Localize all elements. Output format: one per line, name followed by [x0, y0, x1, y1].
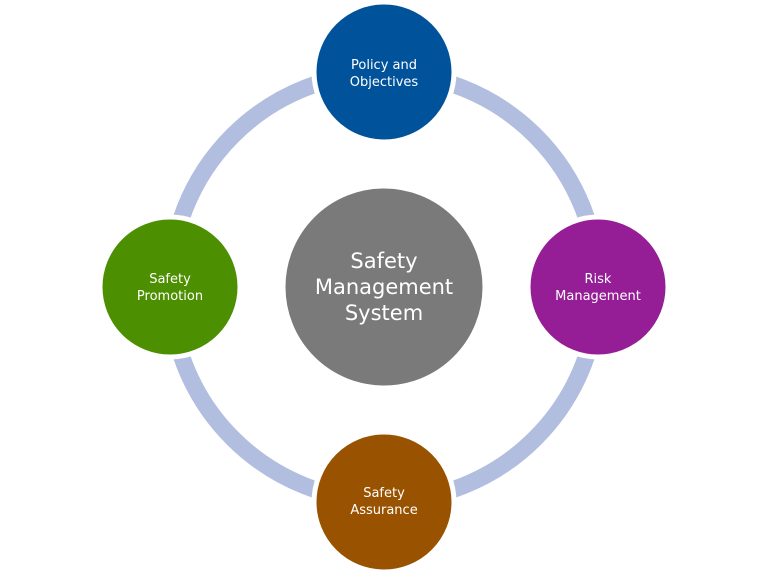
node-safety-assurance: Safety Assurance: [311, 429, 457, 575]
center-node: Safety Management System: [282, 185, 486, 389]
node-label-line-2: Promotion: [137, 289, 203, 304]
node-label-line-2: Objectives: [350, 75, 419, 90]
node-label-line-1: Safety: [149, 272, 191, 287]
node-label-line-1: Policy and: [351, 58, 417, 73]
center-label-line-3: System: [345, 301, 423, 325]
center-label-line-2: Management: [315, 275, 453, 299]
center-label-line-1: Safety: [350, 249, 417, 273]
node-label-line-1: Safety: [363, 486, 405, 501]
node-risk-management: Risk Management: [525, 214, 671, 360]
node-policy-objectives: Policy and Objectives: [311, 0, 457, 145]
node-label-line-1: Risk: [585, 272, 612, 287]
node-label-line-2: Management: [555, 289, 641, 304]
node-safety-promotion: Safety Promotion: [97, 214, 243, 360]
node-label-line-2: Assurance: [350, 503, 417, 518]
